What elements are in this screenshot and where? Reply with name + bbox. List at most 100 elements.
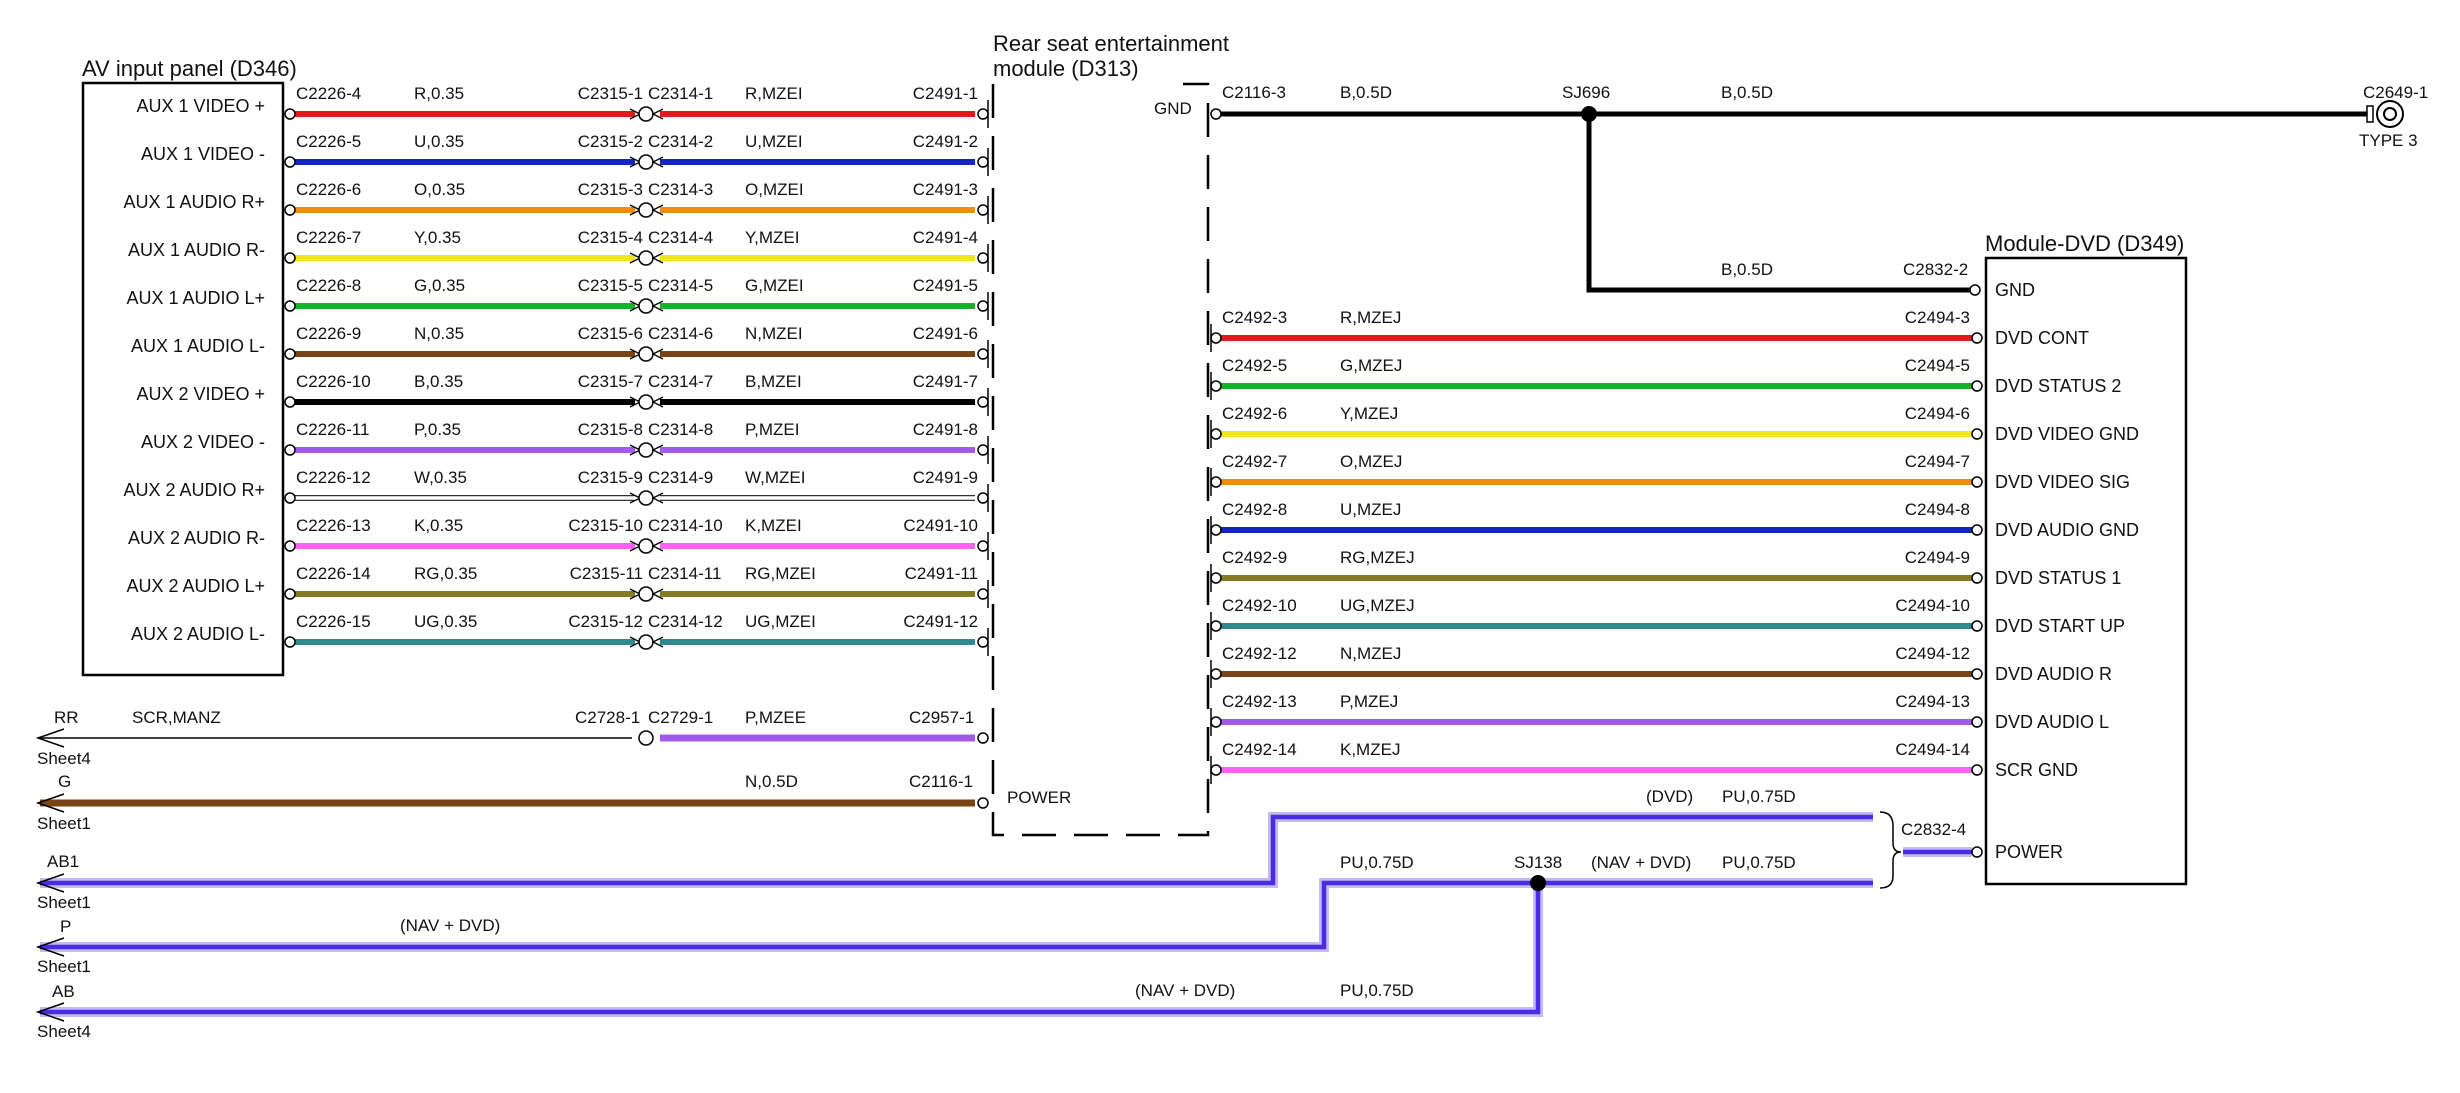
connector-label: C2315-12 <box>568 612 643 631</box>
dvd-variant-label: (DVD) <box>1646 787 1693 806</box>
g-sheet-ref: Sheet1 <box>37 814 91 833</box>
dvd-pin-label: DVD VIDEO SIG <box>1995 472 2130 492</box>
pin-icon <box>1971 572 1983 584</box>
av-pin-label: AUX 2 VIDEO + <box>136 384 265 404</box>
sj138-label: SJ138 <box>1514 853 1562 872</box>
inline-connector-icon <box>638 538 654 554</box>
inline-connector-icon <box>638 106 654 122</box>
inline-connector-icon <box>638 298 654 314</box>
connector-label: C2492-6 <box>1222 404 1287 423</box>
inline-connector-icon <box>638 346 654 362</box>
wire-spec: UG,MZEI <box>745 612 816 631</box>
pin-icon <box>1971 668 1983 680</box>
wire-spec: R,MZEI <box>745 84 803 103</box>
wire-spec: R,MZEJ <box>1340 308 1401 327</box>
inline-connector-icon <box>638 202 654 218</box>
pin-icon <box>1210 572 1222 584</box>
wire-spec: RG,MZEJ <box>1340 548 1415 567</box>
ground-spec-2: B,0.5D <box>1721 83 1773 102</box>
wire-spec: G,0.35 <box>414 276 465 295</box>
sj696-splice <box>1581 106 1597 122</box>
connector-label: C2494-12 <box>1895 644 1970 663</box>
connector-label: C2226-6 <box>296 180 361 199</box>
rse-module: Rear seat entertainment module (D313) GN… <box>991 31 1229 837</box>
pin-icon <box>977 588 989 600</box>
pin-icon <box>1971 428 1983 440</box>
c2729-1-label: C2729-1 <box>648 708 713 727</box>
wire-spec: B,0.35 <box>414 372 463 391</box>
ground-spec-1: B,0.5D <box>1340 83 1392 102</box>
wire-spec: R,0.35 <box>414 84 464 103</box>
connector-label: C2226-11 <box>296 420 369 439</box>
power-wire-ab <box>40 883 1541 1015</box>
pin-icon <box>1210 380 1222 392</box>
pin-icon <box>284 444 296 456</box>
connector-arrow-icon <box>651 588 664 600</box>
g-wire: G Sheet1 N,0.5D C2116-1 <box>35 772 989 833</box>
connector-arrow-icon <box>651 348 664 360</box>
pin-icon <box>284 348 296 360</box>
wire-spec: O,0.35 <box>414 180 465 199</box>
c2116-1-label: C2116-1 <box>909 772 973 791</box>
wire-spec: RG,MZEI <box>745 564 816 583</box>
connector-arrow-icon <box>651 156 664 168</box>
pin-icon <box>1971 380 1983 392</box>
connector-label: C2315-9 <box>578 468 643 487</box>
wire-spec: U,MZEJ <box>1340 500 1401 519</box>
pin-icon <box>284 492 296 504</box>
connector-label: C2494-5 <box>1905 356 1970 375</box>
wire-spec: K,MZEI <box>745 516 802 535</box>
pin-icon <box>1971 764 1983 776</box>
connector-arrow-icon <box>651 444 664 456</box>
pin-icon <box>284 588 296 600</box>
connector-label: C2226-5 <box>296 132 361 151</box>
connector-label: C2494-9 <box>1905 548 1970 567</box>
pin-icon <box>1971 332 1983 344</box>
wire-spec: G,MZEJ <box>1340 356 1402 375</box>
pin-icon <box>977 540 989 552</box>
c2116-1-pin <box>977 797 989 809</box>
power-wire-ab1 <box>40 814 1873 886</box>
connector-label: C2226-13 <box>296 516 371 535</box>
wire-spec: G,MZEI <box>745 276 804 295</box>
c2832-2-label: C2832-2 <box>1903 260 1968 279</box>
ab-variant-label: (NAV + DVD) <box>1135 981 1235 1000</box>
ab1-offsheet-arrow-icon <box>35 873 65 893</box>
av-panel-box <box>81 81 285 677</box>
wire-spec: Y,0.35 <box>414 228 461 247</box>
connector-arrow-icon <box>651 252 664 264</box>
connector-label: C2226-15 <box>296 612 371 631</box>
pin-icon <box>1210 668 1222 680</box>
connector-label: C2314-11 <box>648 564 721 583</box>
g-offsheet-arrow-icon <box>35 793 65 813</box>
variant-brace-icon <box>1879 811 1902 889</box>
wire-spec: N,MZEI <box>745 324 803 343</box>
pin-icon <box>1210 332 1222 344</box>
dvd-pin-label: SCR GND <box>1995 760 2078 780</box>
connector-label: C2491-12 <box>903 612 978 631</box>
ground-spec-3: B,0.5D <box>1721 260 1773 279</box>
pin-icon <box>977 492 989 504</box>
pin-icon <box>977 300 989 312</box>
wire-spec: Y,MZEI <box>745 228 799 247</box>
connector-label: C2314-10 <box>648 516 723 535</box>
av-pin-label: AUX 2 AUDIO R- <box>128 528 265 548</box>
c2832-2-pin <box>1969 284 1981 296</box>
rse-gnd-label: GND <box>1154 99 1192 118</box>
av-input-panel: AV input panel (D346) AUX 1 VIDEO +AUX 1… <box>81 56 297 677</box>
